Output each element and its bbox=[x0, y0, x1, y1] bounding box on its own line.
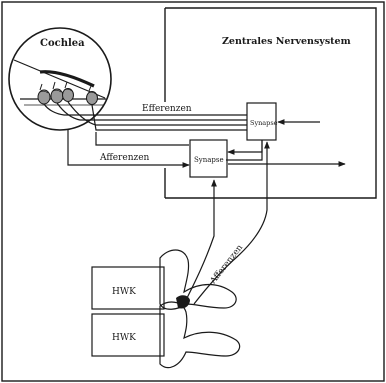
hwk-lower-label: HWK bbox=[112, 333, 136, 343]
cervical-vertebrae bbox=[91, 249, 241, 369]
facet-joint bbox=[176, 295, 190, 309]
lower-synapse-box bbox=[189, 139, 228, 178]
lower-vertebral-arch bbox=[159, 301, 241, 369]
lower-vertebral-body bbox=[91, 313, 165, 357]
lower-synapse-label: Synapse bbox=[194, 156, 224, 164]
afferenzen-left-label: Afferenzen bbox=[99, 153, 150, 163]
hwk-upper-label: HWK bbox=[112, 287, 136, 297]
afferenzen-diagonal-label: Afferenzen bbox=[208, 243, 246, 287]
upper-synapse-label: Synapse bbox=[250, 119, 278, 127]
efferenzen-label: Efferenzen bbox=[142, 104, 192, 114]
cns-box bbox=[164, 7, 377, 199]
afferent-fibres bbox=[67, 130, 263, 168]
cns-label: Zentrales Nervensystem bbox=[222, 36, 351, 47]
upper-vertebral-body bbox=[91, 266, 165, 310]
cochlea-label: Cochlea bbox=[40, 38, 85, 49]
hair-cells bbox=[37, 81, 98, 105]
vertebral-afferents bbox=[185, 141, 270, 305]
efferent-fibres bbox=[43, 101, 247, 131]
